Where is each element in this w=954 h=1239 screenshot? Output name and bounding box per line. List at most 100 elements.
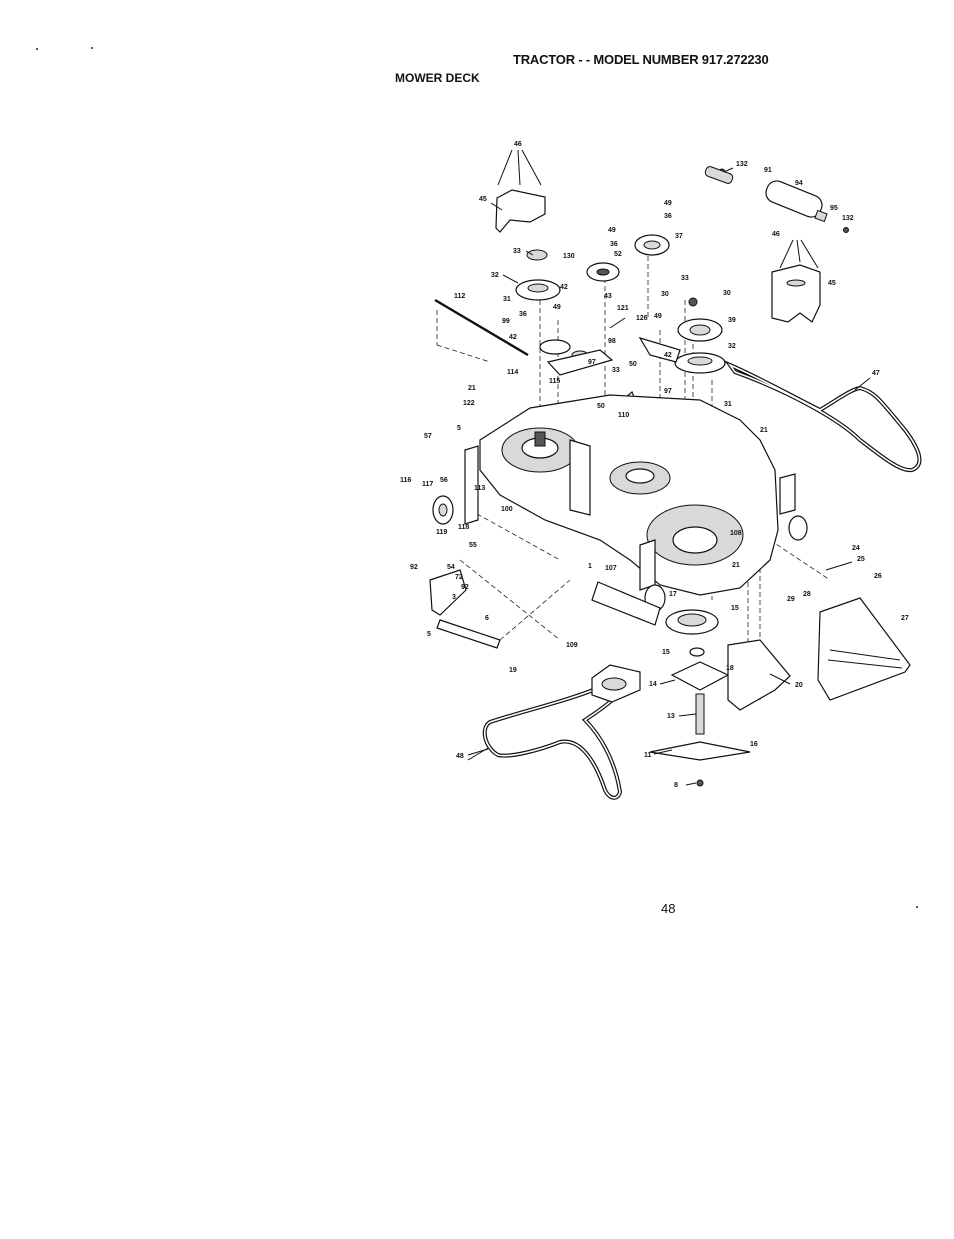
callout: 33 [681,275,689,282]
callout: 56 [440,477,448,484]
callout: 29 [787,596,795,603]
callout: 36 [610,241,618,248]
gauge-wheels [432,495,808,612]
callout: 5 [457,425,461,432]
callout: 94 [795,180,803,187]
callout: 110 [618,412,629,419]
callout: 115 [549,378,560,385]
callout: 6 [485,615,489,622]
callout: 49 [608,227,616,234]
page-title: TRACTOR - - MODEL NUMBER 917.272230 [513,52,769,67]
callout: 55 [469,542,477,549]
callout: 28 [803,591,811,598]
roller-assembly [704,166,849,233]
rod-112 [434,298,529,357]
callout: 49 [553,304,561,311]
callout: 114 [507,369,518,376]
callout: 72 [455,574,463,581]
callout: 112 [454,293,465,300]
baffle-cover-right [771,239,821,323]
callout: 11 [644,752,652,759]
callout: 30 [661,291,669,298]
callout: 122 [463,400,475,407]
callout: 116 [400,477,411,484]
callout: 21 [732,562,740,569]
callout: 1 [588,563,592,570]
callout: 20 [795,682,803,689]
callout: 24 [852,545,860,552]
callout: 97 [588,359,596,366]
callout: 107 [605,565,617,572]
section-subtitle: MOWER DECK [395,71,480,85]
scan-speck [91,47,93,49]
callout: 36 [519,311,527,318]
callout: 47 [872,370,880,377]
callout: 27 [901,615,909,622]
callout: 99 [502,318,510,325]
callout: 42 [509,334,517,341]
baffle-cover-left [495,149,546,233]
callout: 26 [874,573,882,580]
callout: 13 [667,713,675,720]
belt-48 [482,664,641,800]
discharge-chute [727,561,911,711]
callout: 100 [501,506,513,513]
callout: 92 [410,564,418,571]
callout: 132 [842,215,854,222]
callout: 32 [728,343,736,350]
callout: 95 [830,205,838,212]
callout-labels: 46 45 132 91 94 95 132 49 36 37 33 130 4… [400,141,909,789]
leader-lines [467,167,871,786]
callout: 3 [452,594,456,601]
callout: 42 [560,284,568,291]
callout: 21 [468,385,476,392]
callout: 109 [566,642,578,649]
callout: 17 [669,591,677,598]
callout: 8 [674,782,678,789]
callout: 49 [664,200,672,207]
callout: 126 [636,315,648,322]
callout: 39 [728,317,736,324]
callout: 50 [597,403,605,410]
callout: 98 [608,338,616,345]
callout: 31 [724,401,732,408]
callout: 91 [764,167,772,174]
callout: 15 [731,605,739,612]
callout: 36 [664,213,672,220]
callout: 45 [479,196,487,203]
callout: 43 [604,293,612,300]
callout: 132 [736,161,748,168]
callout: 18 [726,665,734,672]
callout: 113 [474,485,485,492]
callout: 48 [456,753,464,760]
pulleys [515,234,726,374]
callout: 52 [614,251,622,258]
callout: 46 [772,231,780,238]
callout: 25 [857,556,865,563]
mower-deck-body [464,394,796,596]
callout: 19 [509,667,517,674]
page-number: 48 [661,901,676,916]
callout: 45 [828,280,836,287]
callout: 32 [491,272,499,279]
callout: 117 [422,481,433,488]
callout: 33 [612,367,620,374]
callout: 14 [649,681,657,688]
callout: 92 [461,584,469,591]
callout: 57 [424,433,432,440]
callout: 130 [563,253,575,260]
callout: 31 [503,296,511,303]
callout: 42 [664,352,672,359]
front-brackets [429,569,661,649]
callout: 37 [675,233,683,240]
callout: 5 [427,631,431,638]
scan-speck [916,906,918,908]
callout: 121 [617,305,629,312]
callout: 16 [750,741,758,748]
callout: 15 [662,649,670,656]
callout: 119 [436,529,447,536]
callout: 54 [447,564,455,571]
belt-47 [724,360,922,473]
callout: 97 [664,388,672,395]
scan-speck [36,48,38,50]
